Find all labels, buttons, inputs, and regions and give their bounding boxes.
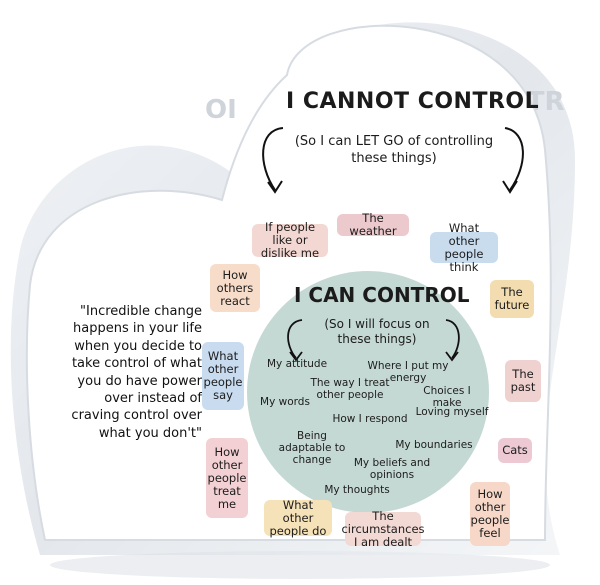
inner-arrow-right-curve: [445, 319, 460, 359]
chip-weather: The weather: [337, 212, 409, 238]
inner-arrow-right-head: [445, 351, 459, 362]
chip-how-people-feel: How other people feel: [470, 482, 510, 546]
inner-arrow-left-curve: [287, 319, 303, 359]
can-control-circle: [247, 271, 489, 513]
subtitle-can-control: (So I will focus on these things): [324, 317, 430, 346]
arrow-left-head: [267, 180, 283, 194]
inner-choices: Choices I make: [423, 385, 471, 409]
chip-circumstances: The circumstances I am dealt: [341, 508, 425, 549]
inner-how-i-respond: How I respond: [332, 413, 408, 425]
arrow-left-curve: [262, 127, 284, 191]
floor-reflection: [50, 551, 550, 579]
chip-people-like-dislike: If people like or dislike me: [252, 221, 328, 260]
inner-my-thoughts: My thoughts: [324, 484, 390, 496]
chip-what-people-think: What other people think: [430, 221, 498, 273]
inner-my-words: My words: [260, 396, 310, 408]
arrow-right-head: [502, 180, 518, 194]
inner-treat-others: The way I treat other people: [310, 377, 390, 401]
ghost-text-left: OI: [205, 95, 237, 125]
title-cannot-control: I CANNOT CONTROL: [286, 89, 540, 114]
chip-how-people-treat-me: How other people treat me: [206, 438, 248, 518]
inner-boundaries: My boundaries: [395, 439, 473, 451]
inner-arrow-left-head: [289, 351, 303, 362]
chip-what-people-do: What other people do: [264, 498, 332, 537]
chip-cats: Cats: [498, 438, 532, 463]
title-can-control: I CAN CONTROL: [294, 283, 470, 307]
inner-energy: Where I put my energy: [367, 360, 449, 384]
chip-how-others-react: How others react: [210, 264, 260, 312]
inner-adaptable: Being adaptable to change: [278, 430, 346, 466]
quote-text: "Incredible change happens in your life …: [71, 304, 202, 441]
chip-the-past: The past: [505, 360, 541, 402]
inner-loving-myself: Loving myself: [415, 406, 489, 418]
chip-what-people-say: What other people say: [202, 342, 244, 410]
chip-the-future: The future: [490, 280, 534, 318]
arrow-right-curve: [504, 127, 524, 191]
inner-beliefs: My beliefs and opinions: [353, 457, 431, 481]
subtitle-cannot-control: (So I can LET GO of controlling these th…: [294, 134, 494, 166]
inner-my-attitude: My attitude: [266, 358, 328, 370]
